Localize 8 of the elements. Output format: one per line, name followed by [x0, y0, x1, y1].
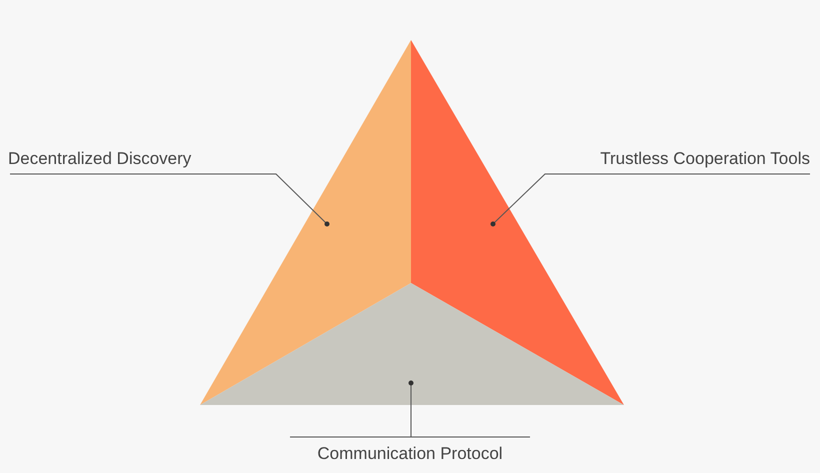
triangle-face: [200, 40, 411, 405]
part-label: Decentralized Discovery: [8, 148, 276, 170]
part-label: Trustless Cooperation Tools: [545, 148, 810, 170]
leader-line: [10, 174, 330, 226]
leader-line: [408, 380, 414, 438]
leader-line: [490, 174, 810, 226]
part-label: Communication Protocol: [288, 443, 532, 465]
triangle-face: [200, 283, 624, 405]
